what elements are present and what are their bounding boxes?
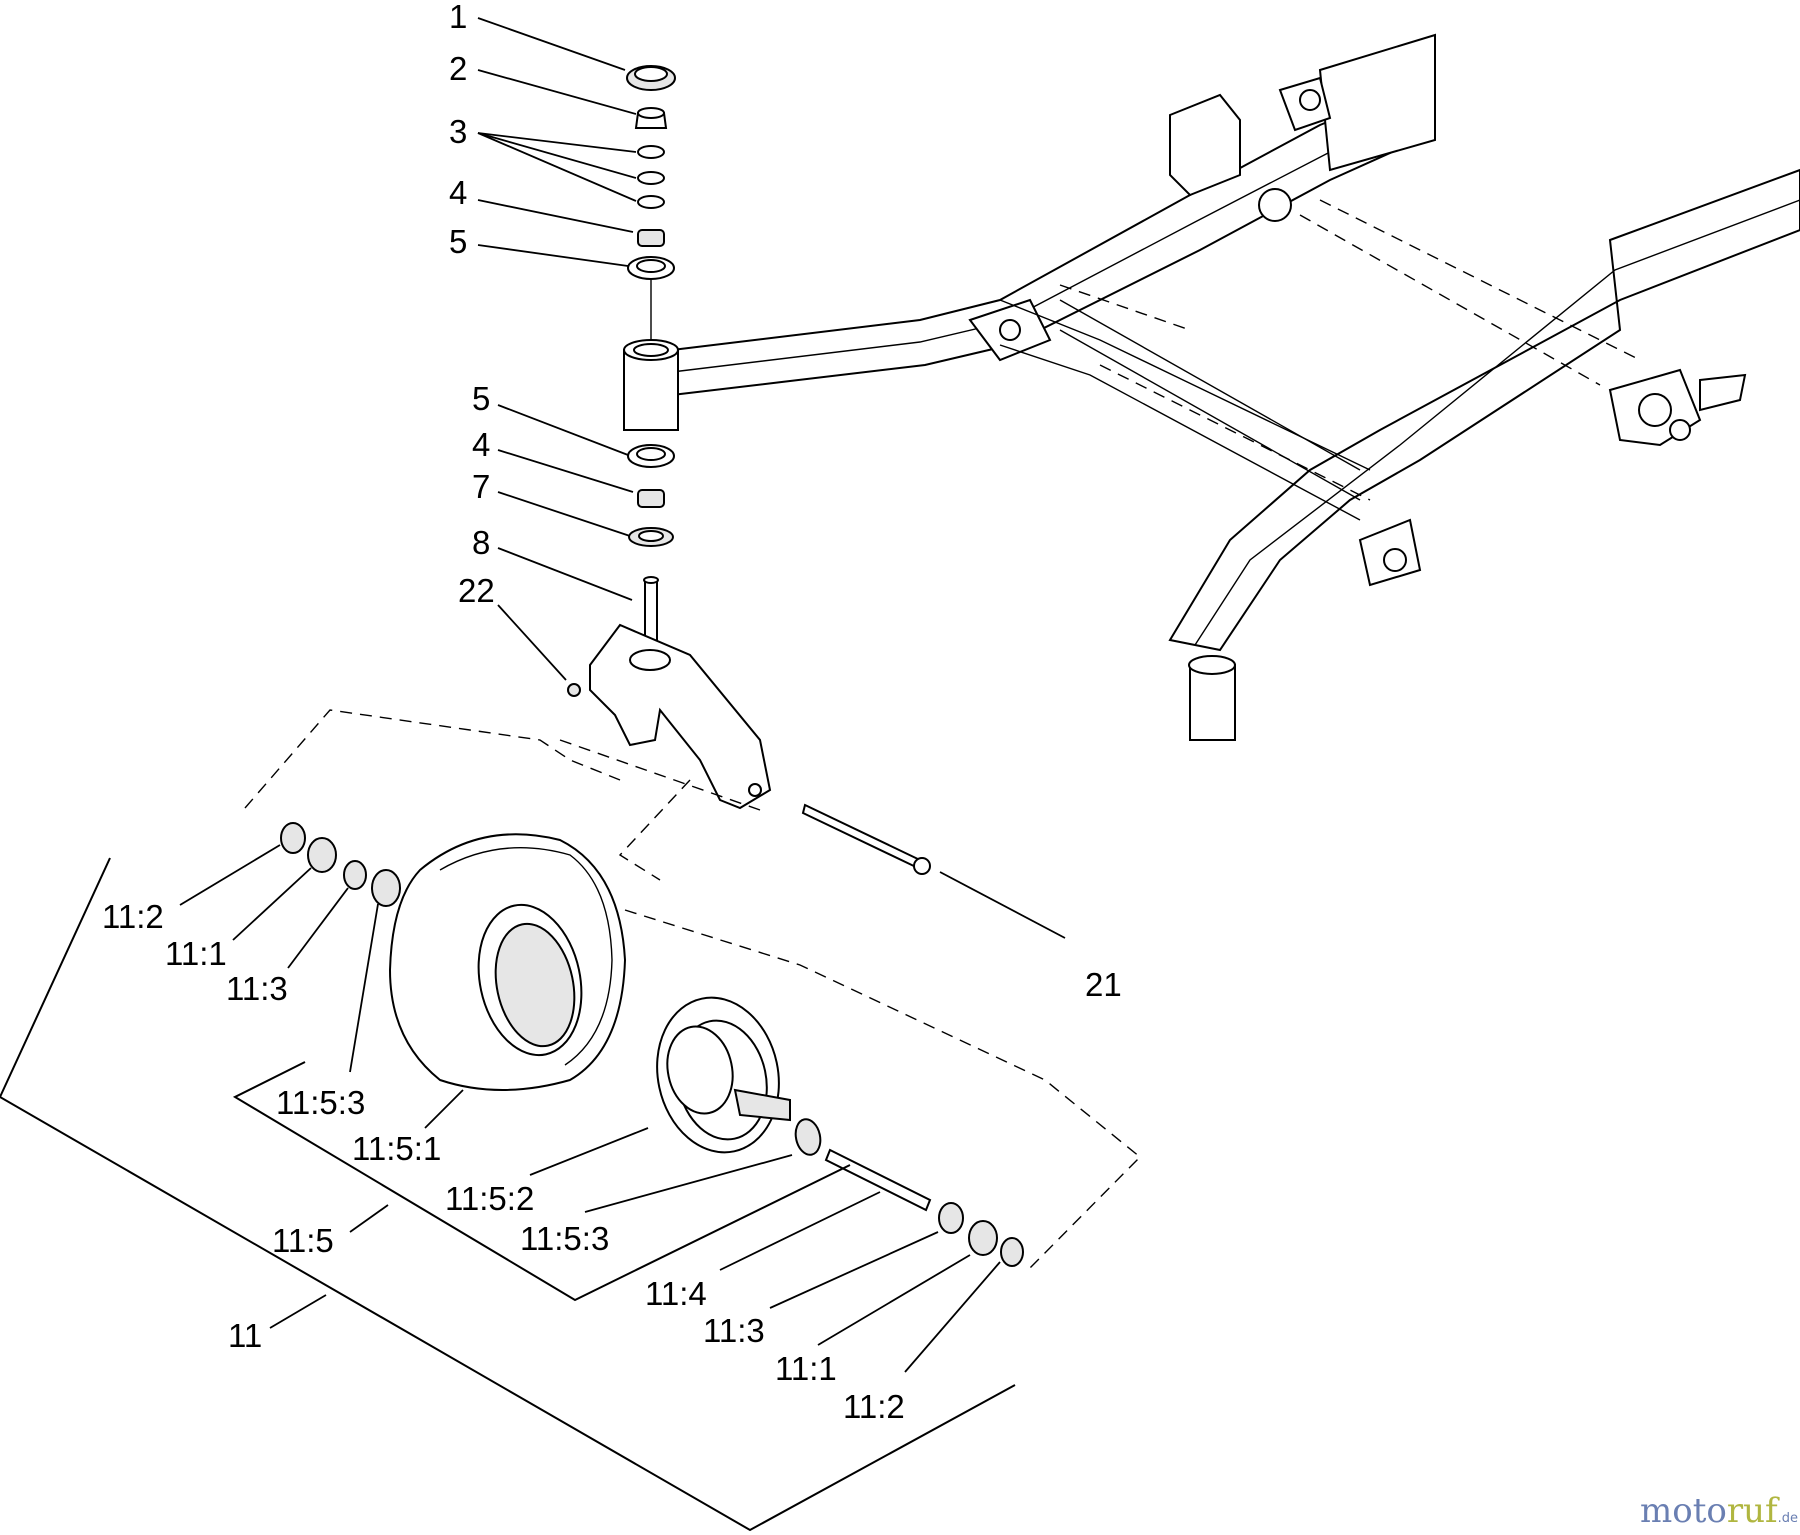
wheel-assembly xyxy=(244,709,1142,1269)
callout-11-2-left: 11:2 xyxy=(102,898,164,935)
callout-11-4: 11:4 xyxy=(645,1275,707,1312)
callout-11-5-1: 11:5:1 xyxy=(352,1130,441,1167)
leader-lines xyxy=(179,17,1066,1373)
callout-11-3-right: 11:3 xyxy=(703,1312,765,1349)
watermark-logo: motoruf.de xyxy=(1640,1491,1798,1531)
callout-11-3-left: 11:3 xyxy=(226,970,288,1007)
assembly-brackets xyxy=(0,857,1016,1532)
king-pin-stack xyxy=(567,65,772,810)
callout-22: 22 xyxy=(458,572,495,609)
callout-2: 2 xyxy=(449,50,467,87)
callout-5-lower: 5 xyxy=(472,380,490,417)
callout-11-5-3-left: 11:5:3 xyxy=(276,1084,365,1121)
callout-11-2-right: 11:2 xyxy=(843,1388,905,1425)
svg-text:motoruf.de: motoruf.de xyxy=(1640,1491,1798,1531)
callout-11-1-left: 11:1 xyxy=(165,935,227,972)
callout-3: 3 xyxy=(449,113,467,150)
callout-4-lower: 4 xyxy=(472,426,490,463)
callout-4: 4 xyxy=(449,174,467,211)
callout-11-5-2: 11:5:2 xyxy=(445,1180,534,1217)
callout-11: 11 xyxy=(228,1317,262,1354)
callout-21: 21 xyxy=(1085,966,1122,1003)
callout-8: 8 xyxy=(472,524,490,561)
callout-5: 5 xyxy=(449,223,467,260)
callout-11-5-3-right: 11:5:3 xyxy=(520,1220,609,1257)
callout-7: 7 xyxy=(472,468,490,505)
callout-1: 1 xyxy=(449,0,467,35)
callout-labels: 1 2 3 4 5 5 4 7 8 22 21 11:2 11:1 11:3 1… xyxy=(102,0,1122,1425)
callout-11-5: 11:5 xyxy=(272,1222,334,1259)
callout-11-1-right: 11:1 xyxy=(775,1350,837,1387)
mower-frame xyxy=(671,33,1800,741)
